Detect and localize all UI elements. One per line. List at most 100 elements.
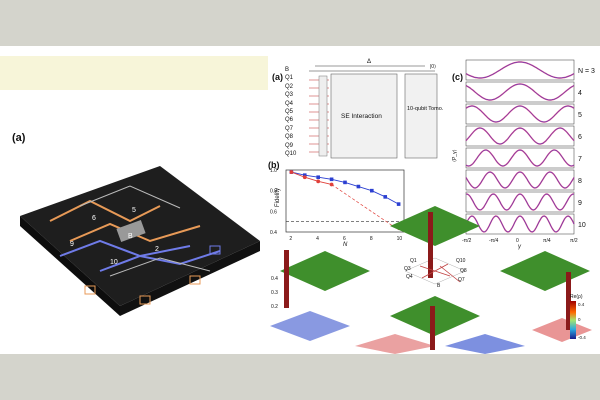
extrapolation-line xyxy=(331,184,399,231)
data-point xyxy=(316,175,320,180)
series-line xyxy=(291,171,332,185)
y-axis-label: ⟨P_γ⟩ xyxy=(452,149,458,162)
fidelity-plot-area xyxy=(285,169,405,233)
density-bar xyxy=(428,212,433,278)
colorbar xyxy=(570,301,576,339)
data-point xyxy=(383,195,388,199)
qubit-label: Q3 xyxy=(285,92,294,99)
colorbar-tick: 0.4 xyxy=(578,302,585,307)
qubit-label: Q8 xyxy=(285,134,294,141)
n-row-label: N = 3 xyxy=(578,68,595,75)
oscillation-box xyxy=(465,147,575,169)
n-row-label: 7 xyxy=(578,156,582,163)
chip-num-B: B xyxy=(128,233,133,240)
fidelity-xlabel: N xyxy=(343,242,348,248)
qubit-label: Q10 xyxy=(285,151,297,158)
data-point xyxy=(396,202,401,206)
y-tick-label: 0.4 xyxy=(270,230,277,236)
x-tick-label: π/4 xyxy=(543,238,551,244)
oscillation-box xyxy=(465,103,575,125)
figure-canvas: (a) 6 5 9 2 10 B (a) B Q1 Q2 Q3 Q4 Q5 Q6… xyxy=(0,46,600,354)
n-row-label: 10 xyxy=(578,222,586,229)
oscillation-fit xyxy=(465,215,575,233)
qubit-label: Q2 xyxy=(285,83,294,90)
green-tile xyxy=(500,251,590,291)
panel-label-b: (b) xyxy=(268,160,280,170)
oscillation-box xyxy=(465,81,575,103)
data-point xyxy=(289,170,294,174)
se-interaction-label: SE Interaction xyxy=(341,113,382,120)
circuit-diagram: Δ |0⟩ SE Interaction 10-qubit Tomo. xyxy=(309,59,444,159)
n-row-label: 6 xyxy=(578,134,582,141)
green-tile xyxy=(390,206,480,246)
fidelity-ylabel: Fidelity xyxy=(275,188,281,207)
data-point xyxy=(302,173,307,177)
ring-q10: Q10 xyxy=(456,258,466,264)
ring-q7: Q7 xyxy=(458,277,465,283)
chip-image: 6 5 9 2 10 B xyxy=(20,166,260,316)
state-label: |0⟩ xyxy=(430,64,436,70)
qubit-label: Q5 xyxy=(285,109,294,116)
data-point xyxy=(356,184,361,189)
ring-B: B xyxy=(437,283,441,289)
oscillation-box xyxy=(465,59,575,81)
y-tick-label: 0.6 xyxy=(270,209,277,215)
data-point xyxy=(329,177,334,182)
caption-band xyxy=(0,56,268,90)
qubit-label: B xyxy=(285,67,290,73)
x-tick-label: π/2 xyxy=(570,238,578,244)
oscillation-fit xyxy=(465,83,575,101)
x-tick-label: -π/2 xyxy=(462,238,472,244)
tomo-label: 10-qubit Tomo. xyxy=(407,106,444,112)
density-bar xyxy=(430,306,435,350)
x-tick-label: 8 xyxy=(370,236,373,242)
green-tile xyxy=(280,251,370,291)
panel-label-c: (c) xyxy=(452,72,463,82)
n-row-label: 8 xyxy=(578,178,582,185)
data-point xyxy=(302,175,307,180)
n-row-label: 9 xyxy=(578,200,582,207)
x-tick-label: 10 xyxy=(397,236,403,242)
oscillation-box xyxy=(465,191,575,213)
density-bar xyxy=(284,250,289,308)
qubit-label: Q1 xyxy=(285,75,294,82)
axis-tick: 0.4 xyxy=(271,276,278,282)
x-tick-label: 4 xyxy=(316,236,319,242)
oscillation-fit xyxy=(466,193,574,211)
axis-tick: 0.3 xyxy=(271,290,278,296)
n-row-label: 4 xyxy=(578,90,582,97)
axis-tick: 0.2 xyxy=(271,304,278,310)
oscillation-fit xyxy=(465,127,575,145)
oscillation-fit xyxy=(465,149,575,167)
qubit-labels: B Q1 Q2 Q3 Q4 Q5 Q6 Q7 Q8 Q9 Q10 xyxy=(285,66,296,158)
panel-label-a-top: (a) xyxy=(272,72,283,82)
ring-q8: Q8 xyxy=(460,268,467,274)
oscillation-fit xyxy=(465,105,575,123)
ring-q1: Q1 xyxy=(410,258,417,264)
panel-label-a-left: (a) xyxy=(12,132,26,144)
chip-num-5: 5 xyxy=(132,207,136,214)
colorbar-tick: -0.4 xyxy=(578,335,586,340)
y-tick-label: 1.0 xyxy=(270,168,277,174)
x-tick-label: 6 xyxy=(343,236,346,242)
y-tick-label: 0.8 xyxy=(270,189,277,195)
chip-num-9: 9 xyxy=(70,241,74,248)
oscillation-box xyxy=(465,125,575,147)
data-point xyxy=(370,188,374,193)
chip-num-2: 2 xyxy=(155,246,159,253)
density-lattice: Q1 Q3 Q4 Q10 Q8 Q7 B 0.4 0.3 0.2 0.4 0 -… xyxy=(270,206,592,354)
data-point xyxy=(343,180,347,185)
fidelity-chart: Fidelity N 0.4 0.6 0.8 1.0 2 4 6 8 10 xyxy=(270,168,405,248)
density-bar xyxy=(566,272,571,330)
x-tick-label: 2 xyxy=(289,236,292,242)
x-tick-label: 0 xyxy=(516,238,519,244)
ring-q3: Q3 xyxy=(404,266,411,272)
data-point xyxy=(316,179,321,184)
oscillation-fit xyxy=(465,61,575,79)
oscillation-box xyxy=(465,169,575,191)
x-tick-label: -π/4 xyxy=(489,238,499,244)
colorbar-tick: 0 xyxy=(578,317,581,322)
qubit-label: Q4 xyxy=(285,100,294,107)
n-row-label: 5 xyxy=(578,112,582,119)
